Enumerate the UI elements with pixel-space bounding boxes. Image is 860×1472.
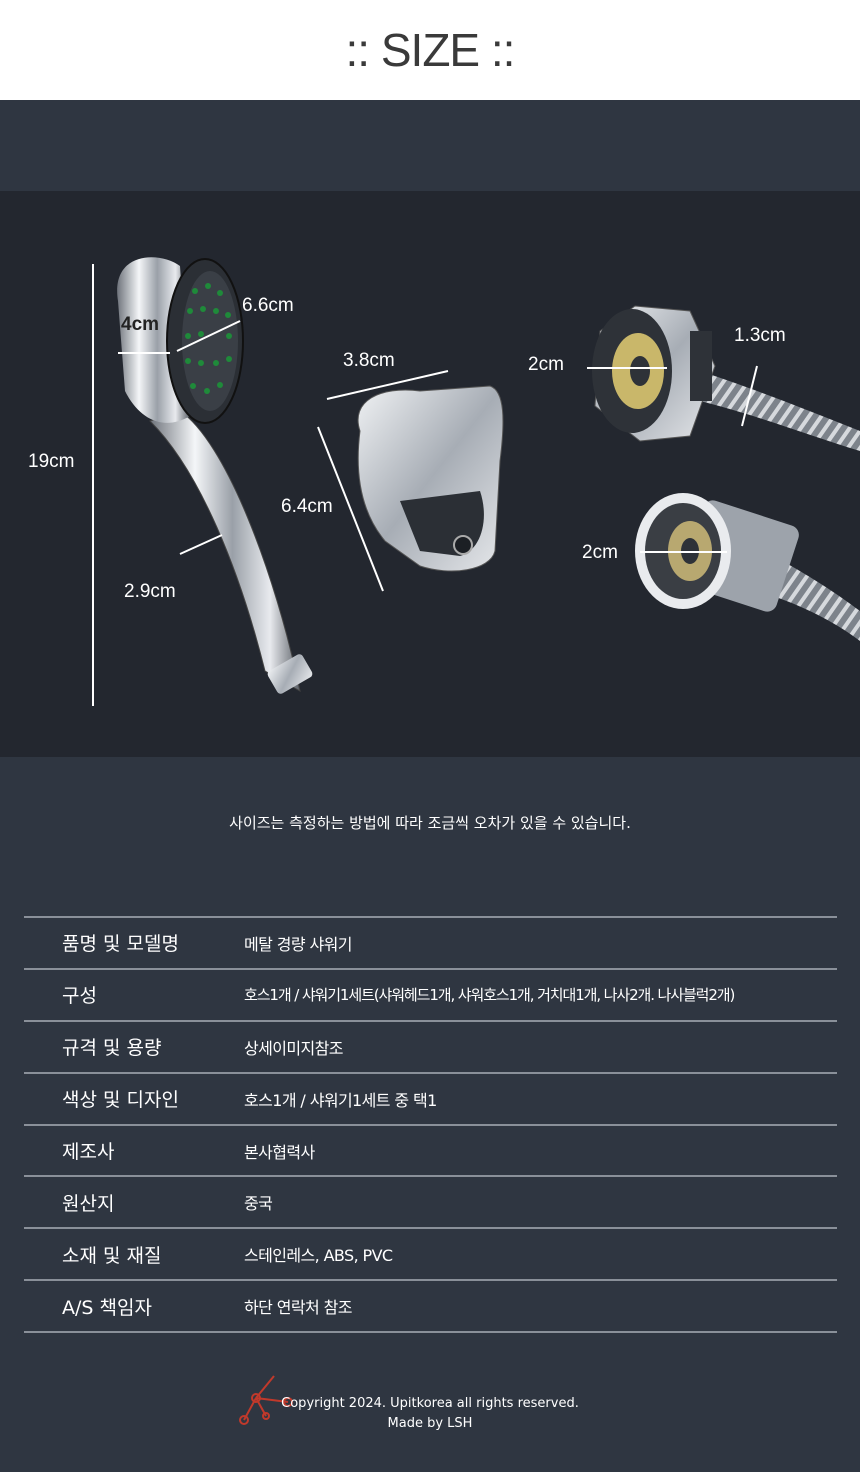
- dim-head-diameter: 6.6cm: [242, 295, 294, 316]
- footer: Copyright 2024. Upitkorea all rights res…: [0, 1372, 860, 1462]
- spec-label: 원산지: [62, 1192, 115, 1215]
- made-by: Made by LSH: [387, 1416, 473, 1431]
- dimension-lines: [92, 264, 758, 706]
- product-size-image: 19cm 4cm 6.6cm 2.9cm 3.8cm 6.4cm 2cm 1.3…: [0, 191, 860, 757]
- spec-label: 제조사: [62, 1141, 115, 1163]
- dim-handle-width: 2.9cm: [124, 581, 176, 602]
- spec-label: 색상 및 디자인: [62, 1089, 179, 1112]
- dim-head-inner: 4cm: [121, 314, 160, 335]
- spec-row: 색상 및 디자인 호스1개 / 샤워기1세트 중 택1: [24, 1074, 837, 1126]
- size-disclaimer: 사이즈는 측정하는 방법에 따라 조금씩 오차가 있을 수 있습니다.: [229, 814, 631, 832]
- spec-value: 메탈 경량 샤워기: [244, 934, 352, 954]
- product-illustration: [92, 257, 860, 706]
- spec-row: 품명 및 모델명 메탈 경량 샤워기: [24, 918, 837, 970]
- spec-row: 원산지 중국: [24, 1177, 837, 1230]
- spec-label: 구성: [62, 985, 97, 1008]
- shower-head: [117, 257, 313, 694]
- spec-label: 규격 및 용량: [62, 1037, 162, 1060]
- hose-end: [635, 493, 860, 641]
- spec-value: 호스1개 / 샤워기1세트(샤워헤드1개, 샤워호스1개, 거치대1개, 나사2…: [244, 986, 735, 1005]
- spec-value: 상세이미지참조: [244, 1038, 343, 1058]
- page-title: :: SIZE ::: [345, 24, 516, 76]
- spec-row: 제조사 본사협력사: [24, 1126, 837, 1178]
- copyright: Copyright 2024. Upitkorea all rights res…: [281, 1396, 579, 1411]
- spec-value: 스테인레스, ABS, PVC: [244, 1246, 393, 1266]
- spec-label: 품명 및 모델명: [62, 933, 179, 956]
- dim-head-length: 19cm: [28, 451, 75, 472]
- dim-hose-end-diameter: 2cm: [582, 542, 618, 563]
- spec-value: 본사협력사: [244, 1142, 315, 1162]
- spec-label: 소재 및 재질: [62, 1244, 162, 1267]
- spec-value: 중국: [244, 1194, 273, 1214]
- spec-value: 하단 연락처 참조: [244, 1298, 352, 1318]
- shower-holder: [357, 385, 504, 572]
- spec-row: 소재 및 재질 스테인레스, ABS, PVC: [24, 1229, 837, 1282]
- hose-nut: [592, 305, 860, 451]
- title-bar: :: SIZE ::: [0, 0, 860, 100]
- brand-logo-icon: [239, 1375, 293, 1425]
- dim-nut-length: 1.3cm: [734, 325, 786, 346]
- spec-table: 품명 및 모델명 메탈 경량 샤워기 구성 호스1개 / 샤워기1세트(샤워헤드…: [24, 916, 837, 1334]
- spec-row: 구성 호스1개 / 샤워기1세트(샤워헤드1개, 샤워호스1개, 거치대1개, …: [24, 970, 837, 1022]
- dim-holder-height: 6.4cm: [281, 496, 333, 517]
- spec-value: 호스1개 / 샤워기1세트 중 택1: [244, 1090, 437, 1110]
- dim-holder-width: 3.8cm: [343, 350, 395, 371]
- spec-row: 규격 및 용량 상세이미지참조: [24, 1022, 837, 1074]
- dim-nut-diameter: 2cm: [528, 354, 564, 375]
- footer-text: Copyright 2024. Upitkorea all rights res…: [0, 1394, 860, 1434]
- spec-label: A/S 책임자: [62, 1296, 152, 1319]
- spec-row: A/S 책임자 하단 연락처 참조: [24, 1281, 837, 1334]
